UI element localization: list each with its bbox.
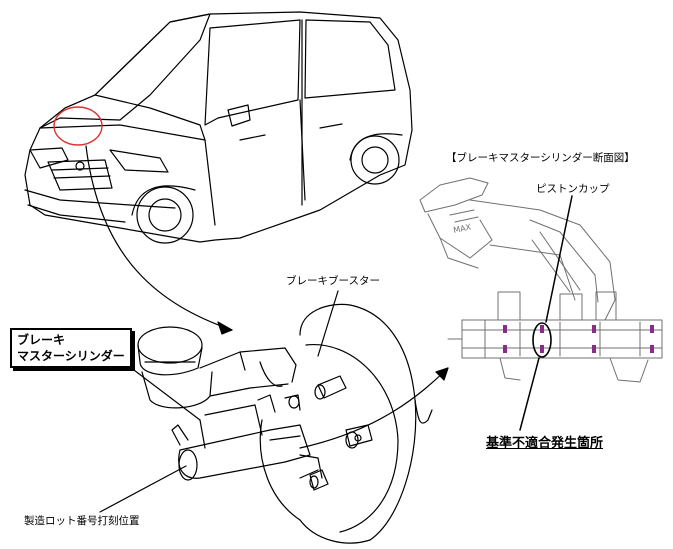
defect-location-label: 基準不適合発生箇所 bbox=[486, 436, 604, 451]
master-cylinder-label-line1: ブレーキ bbox=[17, 333, 66, 347]
piston-seals bbox=[503, 325, 654, 353]
cap-text: MAX bbox=[453, 222, 473, 235]
highlight-circle bbox=[53, 106, 103, 146]
section-title: 【ブレーキマスターシリンダー断面図】 bbox=[446, 152, 635, 164]
defect-leader bbox=[519, 357, 540, 431]
piston-cup-highlight bbox=[532, 322, 552, 358]
lot-number-label: 製造ロット番号打刻位置 bbox=[24, 515, 140, 527]
master-cylinder-illustration bbox=[137, 326, 323, 481]
car-illustration bbox=[24, 11, 413, 244]
brake-booster-label: ブレーキブースター bbox=[286, 275, 380, 287]
master-cylinder-label-line2: マスターシリンダー bbox=[17, 349, 125, 363]
arrow-to-section bbox=[299, 367, 449, 449]
piston-cup-label: ピストンカップ bbox=[536, 183, 610, 195]
booster-leader bbox=[317, 290, 339, 357]
master-cylinder-leader bbox=[117, 357, 201, 421]
lot-number-leader bbox=[99, 465, 187, 513]
cylinder-section-drawing bbox=[419, 177, 663, 383]
piston-cup-leader bbox=[545, 195, 573, 323]
arrow-car-to-cylinder bbox=[85, 145, 233, 335]
booster-illustration bbox=[259, 303, 433, 544]
master-cylinder-label-box: ブレーキ マスターシリンダー bbox=[10, 328, 132, 368]
